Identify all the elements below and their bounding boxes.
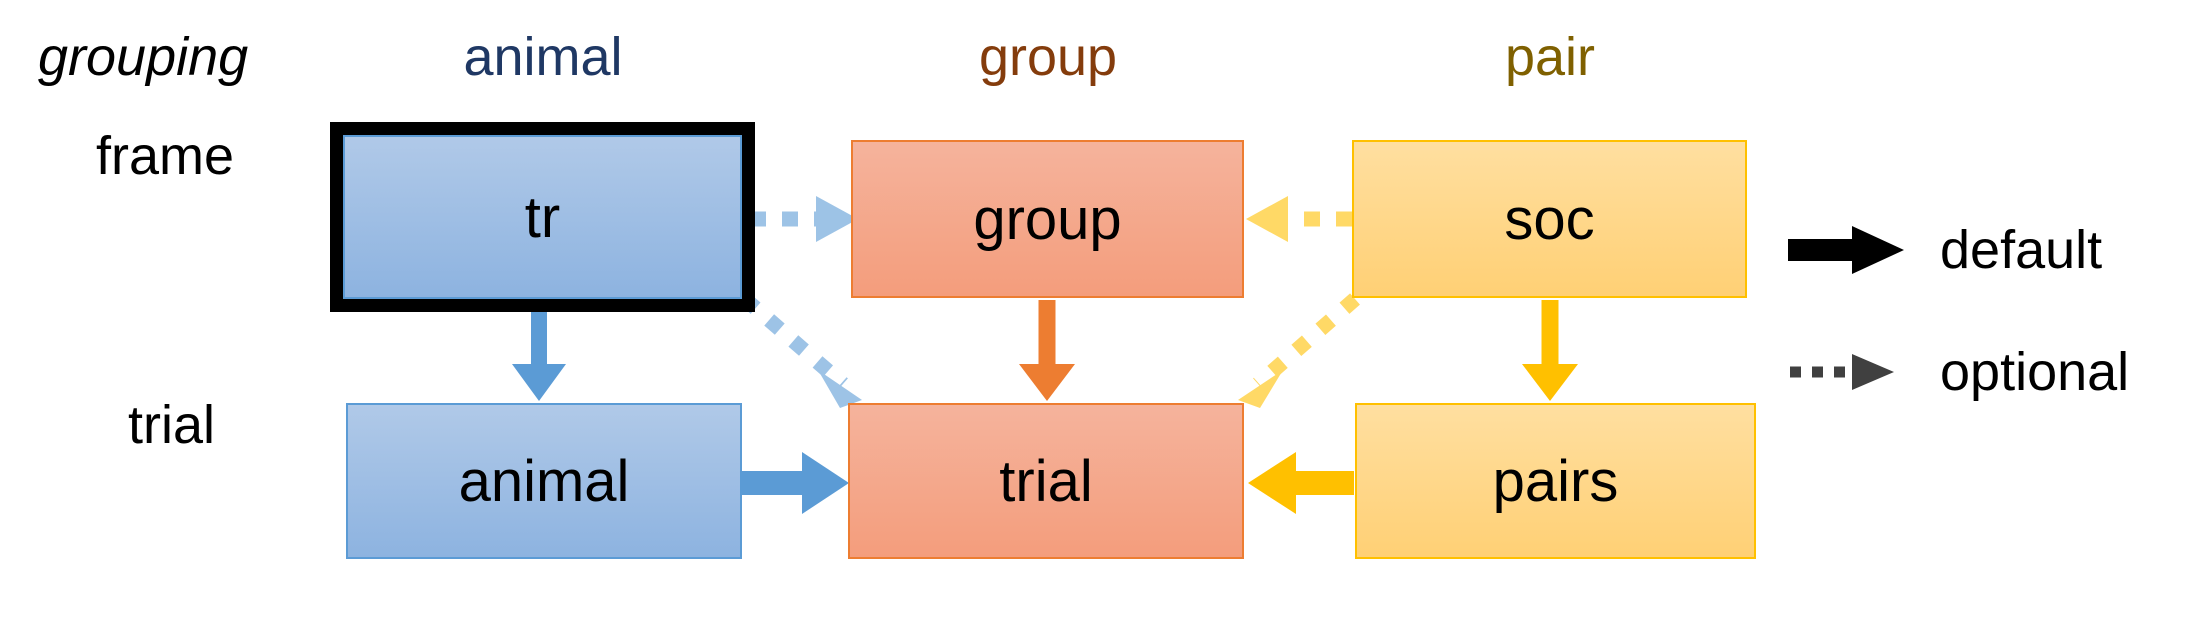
node-trial[interactable]: trial xyxy=(848,403,1244,559)
legend-label-optional: optional xyxy=(1940,342,2130,402)
column-header-animal: animal xyxy=(463,27,623,87)
row-label-trial: trial xyxy=(128,395,216,455)
edge-soc-to-pairs xyxy=(1522,300,1578,401)
node-tr[interactable]: tr xyxy=(330,122,755,312)
node-tr-label: tr xyxy=(524,184,561,250)
legend-item-default: default xyxy=(1786,222,2102,278)
node-trial-label: trial xyxy=(999,448,1093,514)
grouping-axis-label: grouping xyxy=(38,27,249,87)
node-group-label: group xyxy=(973,186,1122,252)
edge-soc-to-group xyxy=(1246,196,1352,242)
dotted-arrow-icon xyxy=(1790,354,1894,390)
edge-soc-to-trial xyxy=(1238,293,1360,408)
legend-item-optional: optional xyxy=(1786,344,2129,400)
node-pairs[interactable]: pairs xyxy=(1355,403,1756,559)
edge-animal-to-trial xyxy=(742,452,849,514)
edge-tr-to-group xyxy=(750,196,858,242)
node-animal[interactable]: animal xyxy=(346,403,742,559)
edge-pairs-to-trial xyxy=(1248,452,1354,514)
node-group[interactable]: group xyxy=(851,140,1244,298)
node-animal-label: animal xyxy=(458,448,630,514)
row-label-frame: frame xyxy=(96,126,235,186)
column-header-pair: pair xyxy=(1504,27,1596,87)
solid-arrow-icon xyxy=(1788,226,1904,274)
edge-tr-to-trial xyxy=(740,293,862,408)
legend-label-default: default xyxy=(1940,220,2103,280)
edge-group-to-trial xyxy=(1019,300,1075,401)
column-header-group: group xyxy=(978,27,1118,87)
node-soc[interactable]: soc xyxy=(1352,140,1747,298)
node-pairs-label: pairs xyxy=(1492,448,1619,514)
node-soc-label: soc xyxy=(1504,186,1595,252)
edge-tr-to-animal xyxy=(512,300,566,401)
